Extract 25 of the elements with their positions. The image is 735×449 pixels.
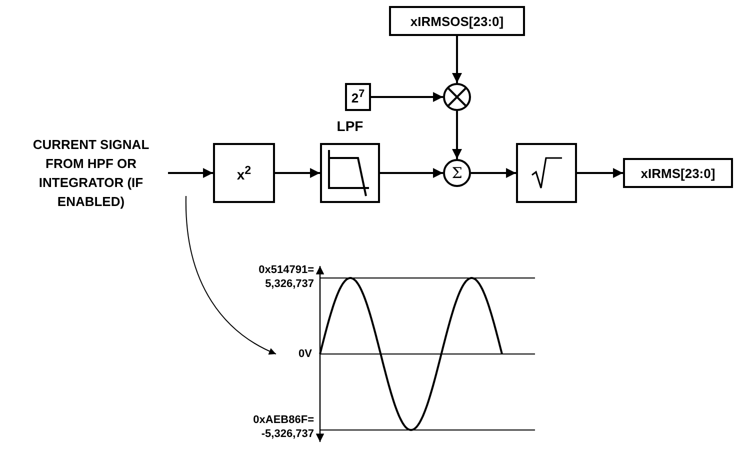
arrow [471, 168, 516, 178]
arrow [275, 168, 320, 178]
arrow [168, 168, 213, 178]
axis-value-label: 0V [298, 347, 312, 361]
arrow [577, 168, 623, 178]
signal-source-label: CURRENT SIGNAL FROM HPF OR INTEGRATOR (IF ENABLED) [32, 136, 150, 211]
block-label: 2$^{7}$ [351, 88, 365, 106]
square-root-block [516, 143, 577, 203]
block-label: x$^{2}$ [236, 164, 252, 182]
curved-arrow [186, 196, 276, 354]
sigma-symbol: Σ [452, 164, 462, 182]
block-label: xIRMS[23:0] [640, 166, 716, 180]
square-block [213, 143, 275, 203]
arrow [371, 92, 443, 102]
axis-value-label: 0xAEB86F= -5,326,737 [252, 413, 314, 441]
block-label: xIRMSOS[23:0] [410, 14, 504, 28]
arrow [380, 168, 443, 178]
output-register-box [623, 158, 733, 188]
block-heading: LPF [336, 118, 364, 134]
constant-box [345, 83, 371, 111]
summing-circle [443, 159, 471, 187]
arrow [452, 111, 462, 159]
register-box [389, 6, 525, 36]
arrow [452, 36, 462, 83]
axis-value-label: 0x514791= 5,326,737 [258, 263, 314, 291]
